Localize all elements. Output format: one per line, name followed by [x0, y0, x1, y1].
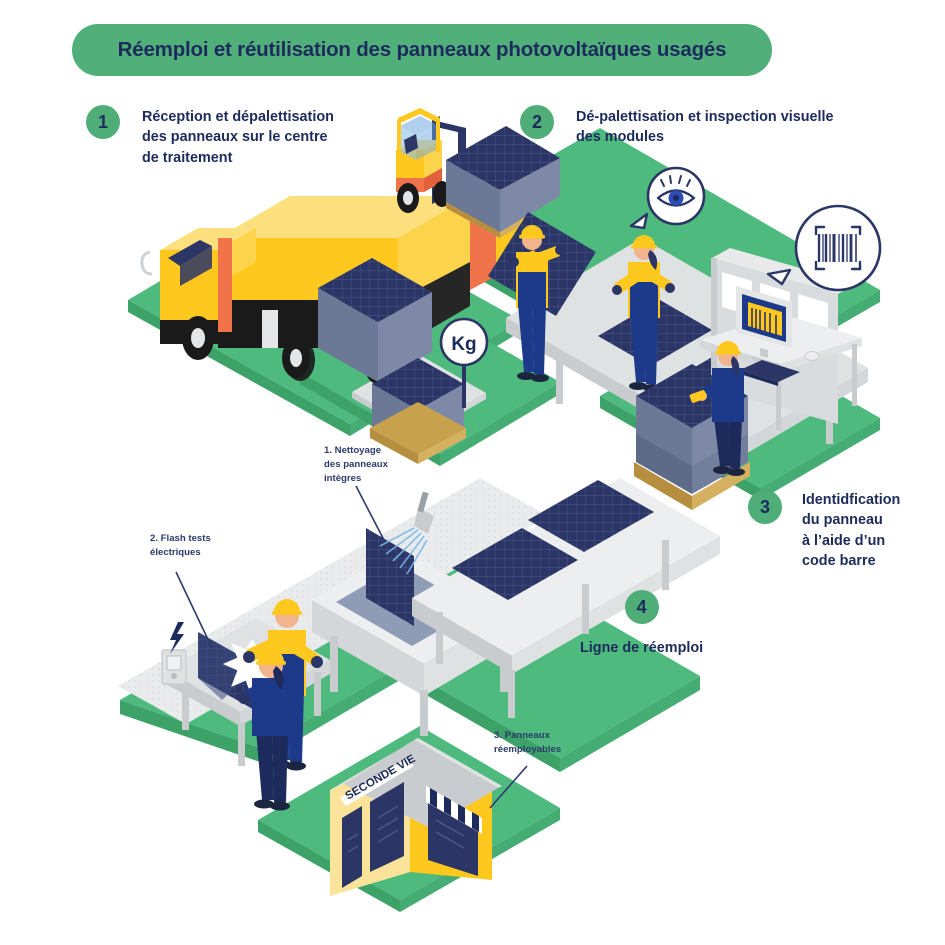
worker-lifting — [509, 225, 565, 382]
worker-flash-test-front — [238, 649, 290, 811]
worker-scanning — [689, 341, 745, 476]
step-label-2: Dé-palettisation et inspection visuelle … — [576, 109, 834, 146]
pallet-stack-weighing — [370, 358, 466, 464]
delivery-truck — [140, 164, 528, 384]
callout-cleaning: 1. Nettoyage des panneaux intègres — [324, 445, 388, 484]
forklift — [396, 108, 560, 238]
page-title: Réemploi et réutilisation des panneaux p… — [117, 38, 727, 61]
step-marker-1: 1 Réception et dépalettisation des panne… — [86, 105, 334, 168]
step-number-badge-3: 3 — [748, 490, 782, 524]
kg-scale-sign-icon: Kg — [439, 317, 489, 408]
page-title-banner: Réemploi et réutilisation des panneaux p… — [72, 24, 772, 76]
second-life-shop: SECONDE VIE — [330, 738, 502, 896]
step-marker-2: 2 Dé-palettisation et inspection visuell… — [520, 105, 834, 148]
callout-reusable-panels: 3. Panneaux réemployables — [494, 730, 562, 755]
reuse-conveyor — [412, 478, 720, 718]
callout-flash-test: 2. Flash tests électriques — [150, 533, 211, 558]
step-label-4: Ligne de réemploi — [580, 640, 704, 656]
step-marker-3: 3 Identidfication du panneau à l’aide d’… — [748, 490, 900, 572]
svg-text:Kg: Kg — [451, 334, 476, 355]
step-number-badge-1: 1 — [86, 105, 120, 139]
lightning-bolt-icon — [170, 622, 184, 654]
step-marker-4: 4 Ligne de réemploi — [580, 590, 703, 658]
step-number-badge-2: 2 — [520, 105, 554, 139]
step-number-badge-4: 4 — [624, 590, 659, 624]
step-label-1: Réception et dépalettisation des panneau… — [142, 109, 334, 166]
callout-leader-lines — [175, 485, 528, 809]
eye-icon — [629, 166, 706, 230]
barcode-icon — [766, 204, 882, 292]
step-label-3: Identidfication du panneau à l’aide d’un… — [802, 492, 901, 570]
